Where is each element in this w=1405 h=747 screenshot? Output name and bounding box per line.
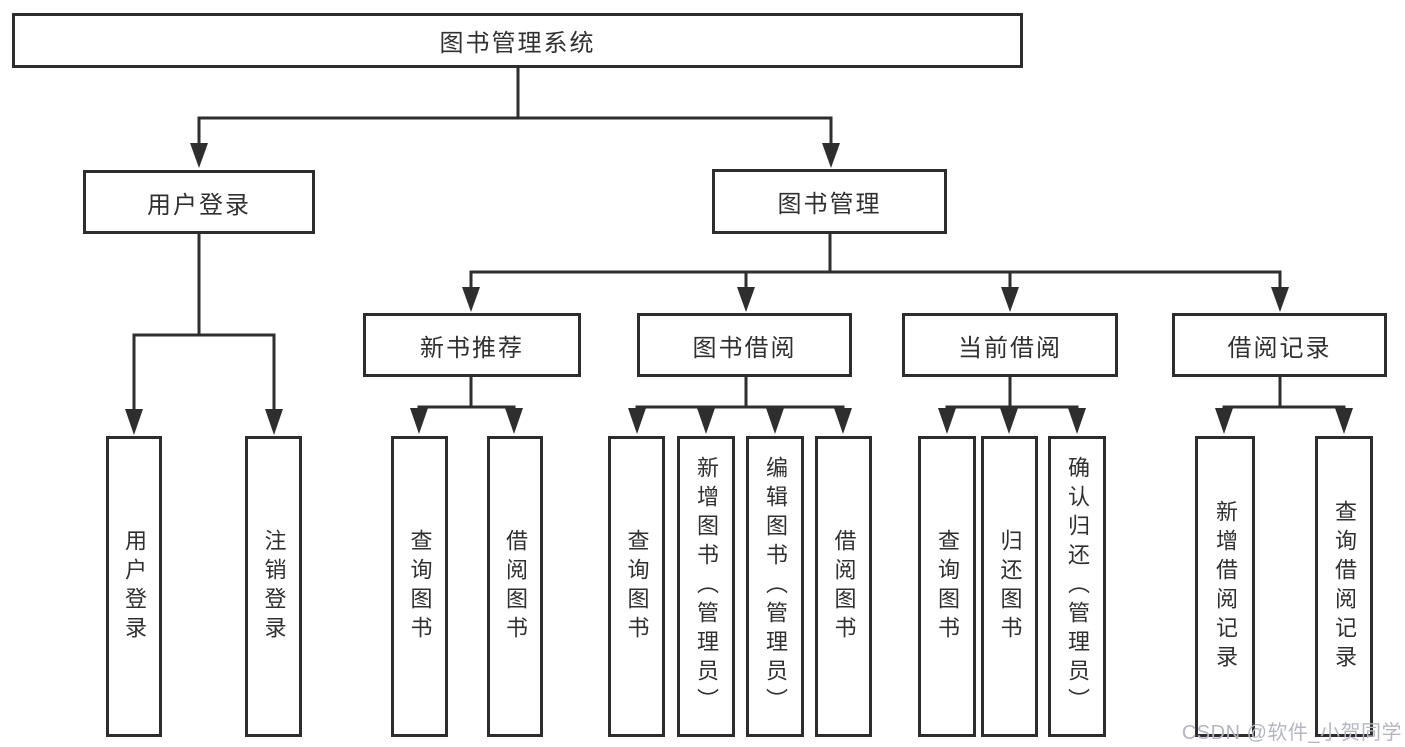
node-records-add-record: 新增借阅记录: [1195, 436, 1255, 737]
node-book-management-label: 图书管理: [777, 191, 882, 218]
node-current-confirm-return-admin-label: 确认归还（管理员）: [1065, 456, 1090, 717]
node-new-book-recommend-label: 新书推荐: [420, 334, 524, 362]
node-current-confirm-return-admin: 确认归还（管理员）: [1048, 436, 1106, 737]
node-root-label: 图书管理系统: [439, 30, 596, 57]
node-user-login-label: 用户登录: [147, 191, 251, 219]
arrowheads: [125, 143, 1353, 435]
node-borrowing-records-label: 借阅记录: [1227, 334, 1332, 362]
node-book-management: 图书管理: [712, 169, 947, 234]
node-current-query-books: 查询图书: [918, 436, 976, 737]
node-borrowing-edit-books-admin: 编辑图书（管理员）: [746, 436, 804, 737]
node-logout: 注销登录: [245, 436, 302, 737]
node-borrowing-borrow-books: 借阅图书: [815, 436, 872, 737]
node-root: 图书管理系统: [12, 13, 1023, 68]
node-borrowing-query-books-label: 查询图书: [624, 528, 650, 645]
node-login-label: 用户登录: [122, 528, 147, 645]
node-records-add-record-label: 新增借阅记录: [1213, 499, 1238, 674]
watermark: CSDN @软件_小贺同学: [1181, 722, 1402, 744]
node-current-return-books-label: 归还图书: [997, 528, 1023, 645]
node-borrowing-add-books-admin: 新增图书（管理员）: [677, 436, 735, 737]
node-new-book-recommend: 新书推荐: [363, 313, 581, 377]
node-recommend-query-books: 查询图书: [391, 436, 448, 737]
node-borrowing-edit-books-admin-label: 编辑图书（管理员）: [763, 456, 788, 717]
node-book-borrowing-label: 图书借阅: [692, 334, 797, 362]
node-login: 用户登录: [106, 436, 162, 737]
node-current-borrowing: 当前借阅: [902, 313, 1118, 377]
node-records-query-record-label: 查询借阅记录: [1332, 499, 1357, 674]
node-borrowing-add-books-admin-label: 新增图书（管理员）: [694, 456, 719, 717]
node-logout-label: 注销登录: [261, 528, 287, 645]
node-current-query-books-label: 查询图书: [935, 528, 960, 645]
node-borrowing-borrow-books-label: 借阅图书: [831, 528, 857, 645]
node-records-query-record: 查询借阅记录: [1315, 436, 1373, 737]
node-recommend-query-books-label: 查询图书: [407, 528, 433, 645]
node-borrowing-records: 借阅记录: [1172, 313, 1387, 377]
node-book-borrowing: 图书借阅: [637, 313, 852, 377]
node-recommend-borrow-books-label: 借阅图书: [503, 528, 528, 645]
node-current-return-books: 归还图书: [981, 436, 1038, 737]
node-recommend-borrow-books: 借阅图书: [487, 436, 543, 737]
node-current-borrowing-label: 当前借阅: [958, 334, 1062, 362]
node-borrowing-query-books: 查询图书: [608, 436, 665, 737]
node-user-login: 用户登录: [83, 170, 315, 234]
